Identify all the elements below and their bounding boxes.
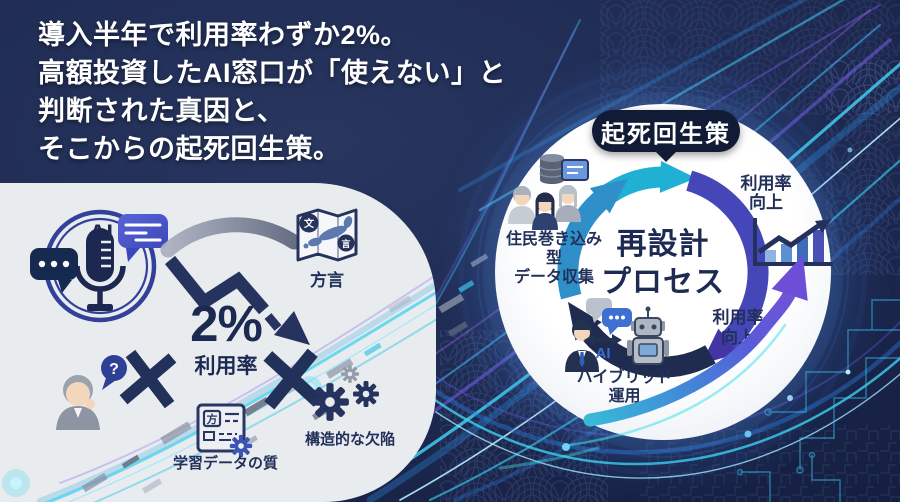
headline-line-2: 高額投資したAI窓口が「使えない」と <box>38 58 506 88</box>
residents-group-icon <box>508 154 589 230</box>
elderly-person-icon: ? <box>56 355 127 430</box>
uptake-top-line-2: 向上 <box>749 193 783 212</box>
uptake-top-line-1: 利用率 <box>740 174 792 193</box>
robot-icon <box>627 306 669 365</box>
headline-line-4: そこからの起死回生策。 <box>38 134 341 164</box>
hybrid-operation-label: ハイブリッド 運用 <box>552 368 697 406</box>
person-icon <box>555 185 581 222</box>
declining-zigzag-arrow-icon <box>164 255 310 345</box>
headline: 導入半年で利用率わずか2%。 高額投資したAI窓口が「使えない」と 判断された真… <box>38 16 506 168</box>
process-title-line-2: プロセス <box>601 266 725 299</box>
hybrid-ai-label: AI <box>596 345 611 362</box>
person-icon <box>532 192 558 230</box>
debris-shards-decoration <box>438 253 489 337</box>
curved-arrow-icon <box>160 217 302 258</box>
training-data-label: 学習データの質 <box>172 455 278 472</box>
gears-icon <box>311 365 379 421</box>
structural-defect-label: 構造的な欠陥 <box>304 431 395 448</box>
question-bubble-icon: ? <box>101 355 127 390</box>
japan-map-icon: 文 言 <box>296 208 358 262</box>
headline-line-1: 導入半年で利用率わずか2%。 <box>38 20 409 50</box>
question-mark: ? <box>109 361 119 378</box>
rate-label: 利用率 <box>194 355 258 378</box>
process-title-line-1: 再設計 <box>616 228 710 261</box>
x-mark-icon <box>263 348 323 410</box>
process-title: 再設計 プロセス <box>581 226 745 302</box>
solution-badge: 起死回生策 <box>592 110 740 162</box>
growth-swoosh-arrow-icon <box>498 255 808 470</box>
speech-bubble-dots-icon <box>30 248 78 293</box>
hybrid-label-line-2: 運用 <box>608 388 641 405</box>
training-data-document-icon: 方 <box>196 403 253 458</box>
dialect-label: 方言 <box>310 271 344 290</box>
resident-label-line-3: データ収集 <box>513 269 594 286</box>
bar-chart-growth-icon <box>753 218 833 266</box>
resident-data-label: 住民巻き込み 型 データ収集 <box>494 230 614 287</box>
ai-voice-assistant-icon: AI <box>30 209 168 323</box>
uptake-top-label: 利用率 向上 <box>728 174 804 212</box>
data-card-icon <box>561 159 589 181</box>
microphone-icon <box>74 228 126 311</box>
circuit-traces-decoration <box>736 299 900 502</box>
uptake-bottom-line-1: 利用率 <box>712 308 764 327</box>
map-char-2: 言 <box>341 238 350 249</box>
resident-label-line-2: 型 <box>545 250 562 267</box>
map-char-1: 文 <box>304 217 315 230</box>
speech-bubble-lines-icon <box>118 214 168 262</box>
x-mark-icon <box>119 349 177 409</box>
resident-label-line-1: 住民巻き込み <box>505 231 602 248</box>
doc-char: 方 <box>207 412 218 426</box>
gear-icon <box>229 434 253 458</box>
headline-line-3: 判断された真因と、 <box>38 96 285 126</box>
person-icon <box>508 186 536 224</box>
database-icon <box>539 154 565 184</box>
rate-value: 2% <box>190 295 263 352</box>
hybrid-label-line-1: ハイブリッド <box>576 369 673 386</box>
